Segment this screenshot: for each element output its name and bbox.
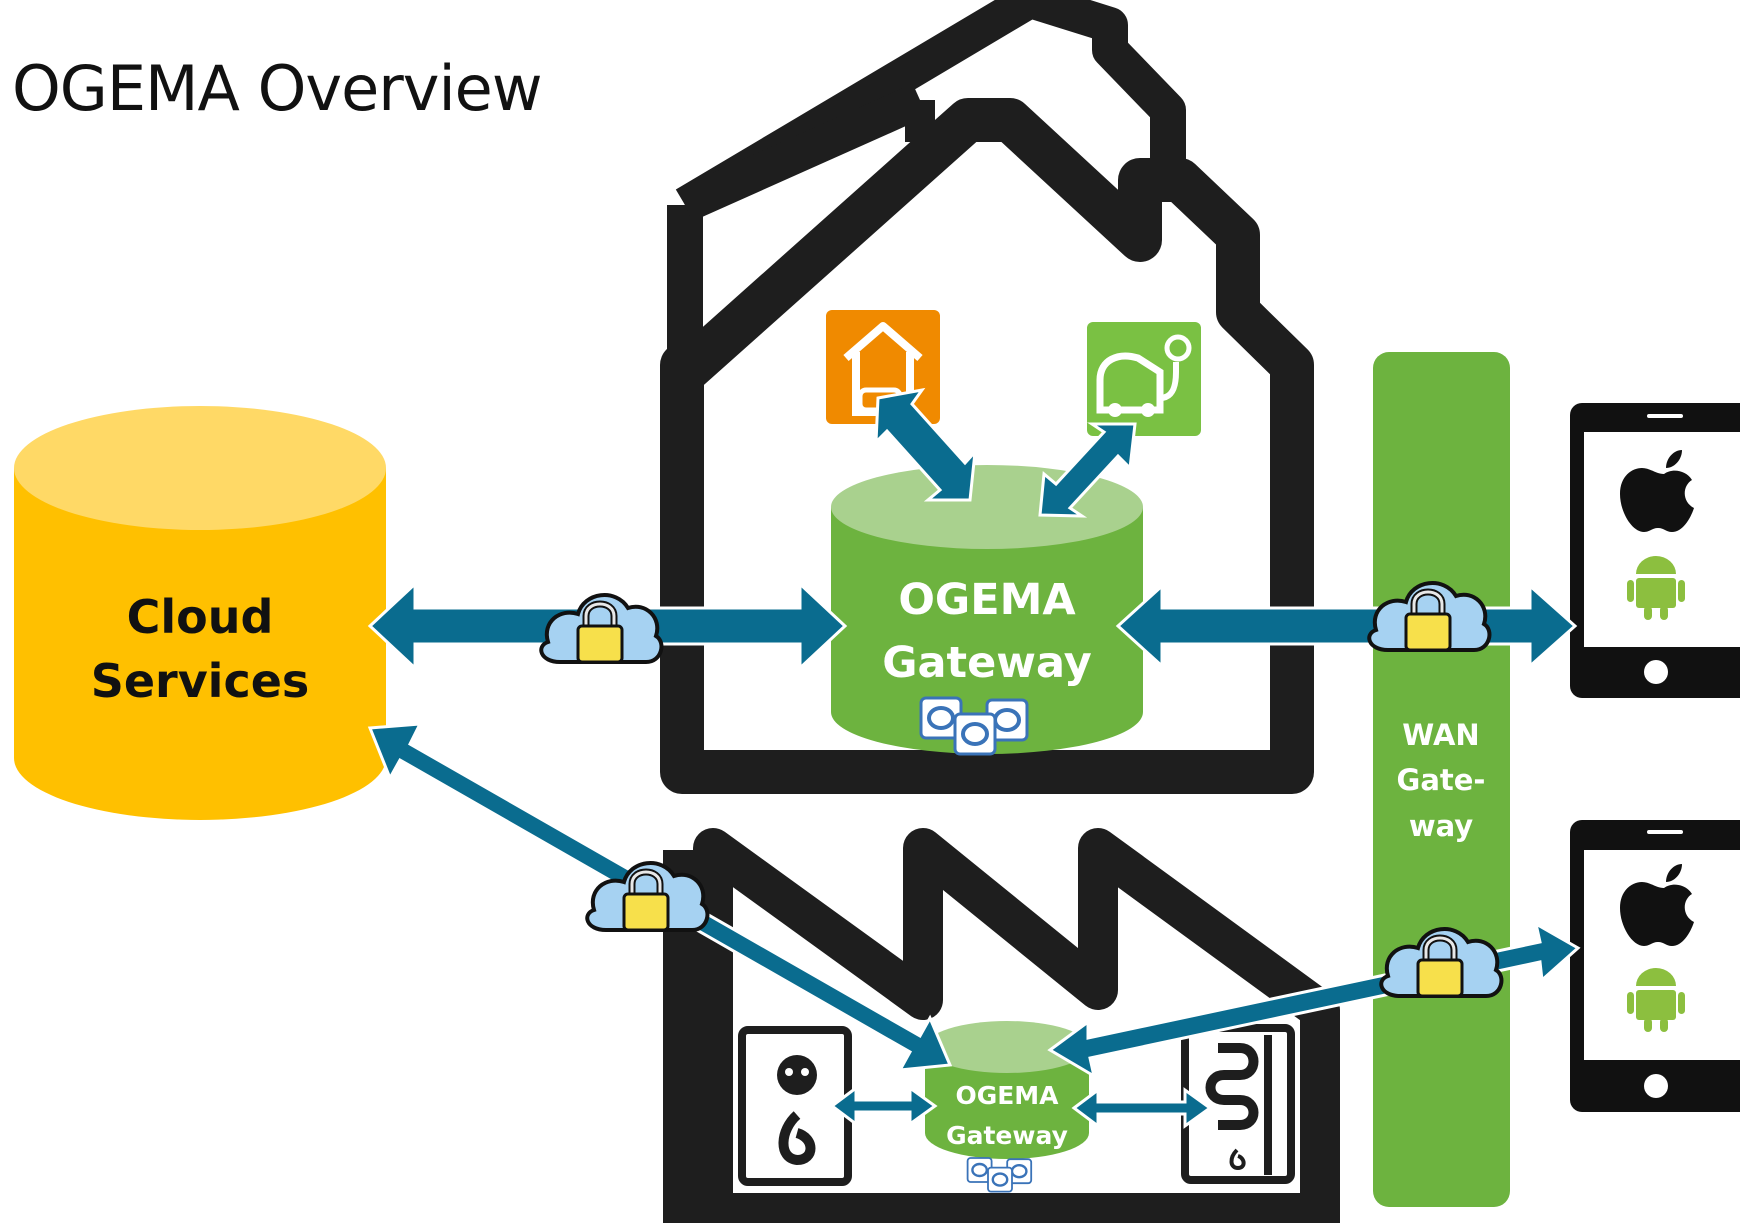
arrow-gateway-to-ev-icon xyxy=(1038,422,1137,518)
wan-gateway-label-2: Gate- xyxy=(1397,763,1486,797)
ev-charging-icon[interactable] xyxy=(1087,322,1201,436)
lock-cloud-icon xyxy=(541,595,661,662)
main-gateway-label-1: OGEMA xyxy=(898,575,1076,625)
main-ogema-gateway[interactable]: OGEMA Gateway xyxy=(831,465,1143,756)
arrow-boiler-to-gateway xyxy=(829,1085,938,1127)
radiator-icon xyxy=(1181,1024,1295,1184)
smartphone-top[interactable] xyxy=(1570,403,1740,698)
smartphone-bottom[interactable] xyxy=(1570,820,1740,1112)
page-title: OGEMA Overview xyxy=(12,52,543,125)
boiler-icon xyxy=(738,1026,852,1186)
factory-gateway-label-2: Gateway xyxy=(946,1121,1068,1150)
wan-gateway-label-1: WAN xyxy=(1402,718,1479,752)
arrow-gateway-to-wan xyxy=(1115,582,1578,670)
factory-ogema-gateway[interactable]: OGEMA Gateway xyxy=(925,1021,1089,1193)
wan-gateway-label-3: way xyxy=(1409,809,1473,843)
ogema-logo-small-icon xyxy=(966,1156,1033,1193)
cloud-services-label-2: Services xyxy=(91,654,310,708)
cloud-services-label-1: Cloud xyxy=(127,590,274,644)
arrow-gateway-to-home-icon xyxy=(874,387,977,502)
arrow-gateway-to-radiator xyxy=(1071,1087,1213,1129)
cloud-services-database[interactable]: Cloud Services xyxy=(14,406,386,820)
factory-gateway-label-1: OGEMA xyxy=(955,1081,1059,1110)
house-outline xyxy=(660,0,1314,794)
main-gateway-label-2: Gateway xyxy=(882,638,1091,688)
